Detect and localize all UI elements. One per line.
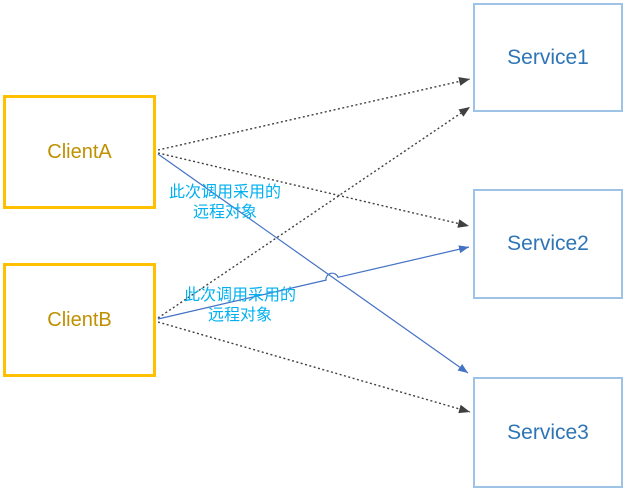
annotation-clientb-line1: 此次调用采用的	[183, 287, 296, 304]
node-clienta: ClientA	[3, 95, 156, 209]
annotation-clientb-line2: 远程对象	[207, 307, 272, 324]
node-service2: Service2	[473, 189, 623, 299]
node-service1: Service1	[473, 3, 623, 112]
edge-clienta-service1-dotted-arrow	[157, 77, 471, 151]
node-clientb: ClientB	[3, 263, 156, 377]
node-clienta-label: ClientA	[47, 140, 112, 163]
annotation-clienta-line1: 此次调用采用的	[168, 184, 281, 201]
annotation-clienta-line2: 远程对象	[192, 204, 257, 221]
node-service3-label: Service3	[507, 420, 589, 444]
edge-clienta-service2-dotted-arrow	[157, 152, 470, 228]
edge-clienta-service3-solid-arrow	[157, 153, 469, 374]
edge-clientb-service3-dotted-arrow	[157, 321, 471, 414]
node-clientb-label: ClientB	[47, 308, 112, 331]
edge-clientb-service2-solid-arrow	[157, 245, 470, 320]
annotation-clienta-remote-object: 此次调用采用的 远程对象	[160, 183, 290, 223]
node-service2-label: Service2	[507, 232, 589, 255]
node-service3: Service3	[473, 377, 623, 488]
node-service1-label: Service1	[507, 45, 589, 69]
annotation-clientb-remote-object: 此次调用采用的 远程对象	[175, 286, 305, 326]
